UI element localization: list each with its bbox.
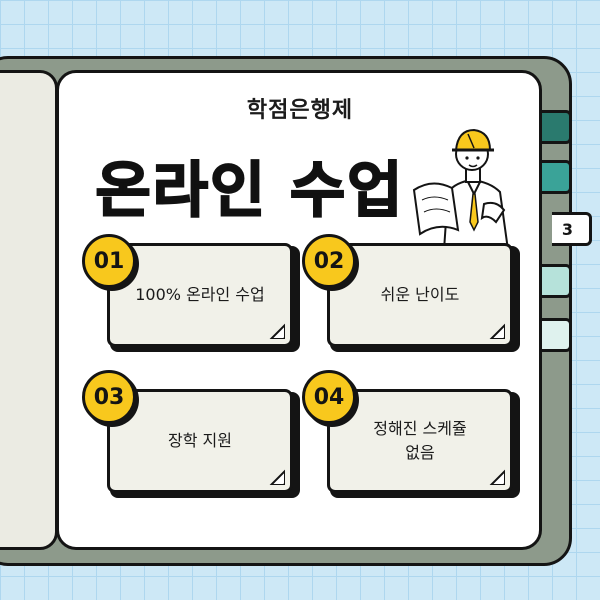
feature-card-text: 100% 온라인 수업 <box>135 285 265 304</box>
feature-card-text: 정해진 스케쥴 없음 <box>373 419 467 462</box>
tab-1[interactable] <box>536 110 572 144</box>
page-curl-icon <box>489 323 505 339</box>
feature-number-badge: 02 <box>302 234 356 288</box>
tab-current-page[interactable]: 3 <box>552 212 592 246</box>
page-number: 3 <box>561 219 574 239</box>
feature-number-badge: 04 <box>302 370 356 424</box>
page-curl-icon <box>489 469 505 485</box>
page-title: 온라인 수업 <box>95 155 405 227</box>
feature-card-text: 쉬운 난이도 <box>380 285 460 304</box>
page-curl-icon <box>269 469 285 485</box>
page-curl-icon <box>269 323 285 339</box>
construction-worker-icon <box>412 128 510 250</box>
tab-5[interactable] <box>536 318 572 352</box>
left-page <box>0 70 58 550</box>
feature-card-text: 장학 지원 <box>168 431 232 450</box>
tab-2[interactable] <box>536 160 572 194</box>
feature-number-badge: 03 <box>82 370 136 424</box>
page-subtitle: 학점은행제 <box>246 98 354 123</box>
tab-4[interactable] <box>536 264 572 298</box>
feature-number-badge: 01 <box>82 234 136 288</box>
